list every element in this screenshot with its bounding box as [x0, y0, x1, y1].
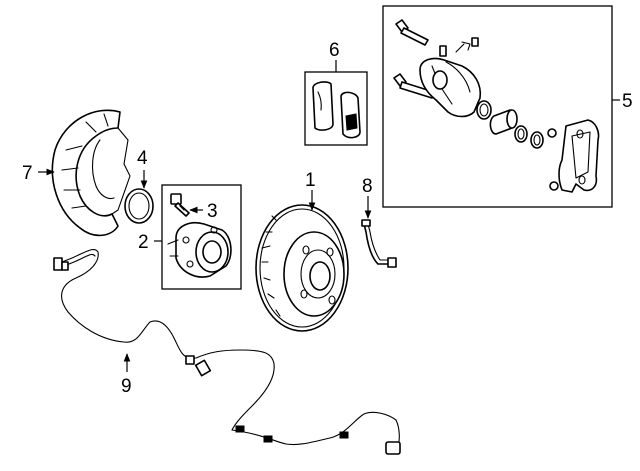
- hub-bolt-part[interactable]: [170, 193, 190, 217]
- abs-sensor-harness-part[interactable]: [53, 249, 401, 455]
- caliper-assembly-group-box: [382, 5, 613, 208]
- callout-6: 6: [329, 40, 340, 61]
- hub-assembly-group-box: [161, 184, 242, 290]
- callout-7: 7: [22, 163, 33, 184]
- callout-9: 9: [121, 376, 132, 397]
- callout-2: 2: [138, 232, 149, 253]
- seal-ring-part[interactable]: [124, 188, 154, 224]
- callout-5: 5: [622, 91, 633, 112]
- callout-3: 3: [207, 201, 218, 222]
- callout-4: 4: [137, 148, 148, 169]
- dust-shield-part[interactable]: [51, 109, 131, 237]
- hub-bearing-part[interactable]: [167, 222, 232, 278]
- caliper-assembly-part[interactable]: [393, 19, 600, 193]
- callout-8: 8: [362, 176, 373, 197]
- brake-pad-set-part[interactable]: [312, 81, 361, 139]
- brake-hose-part[interactable]: [361, 219, 397, 268]
- brake-rotor-part[interactable]: [255, 204, 349, 332]
- callout-1: 1: [305, 170, 316, 191]
